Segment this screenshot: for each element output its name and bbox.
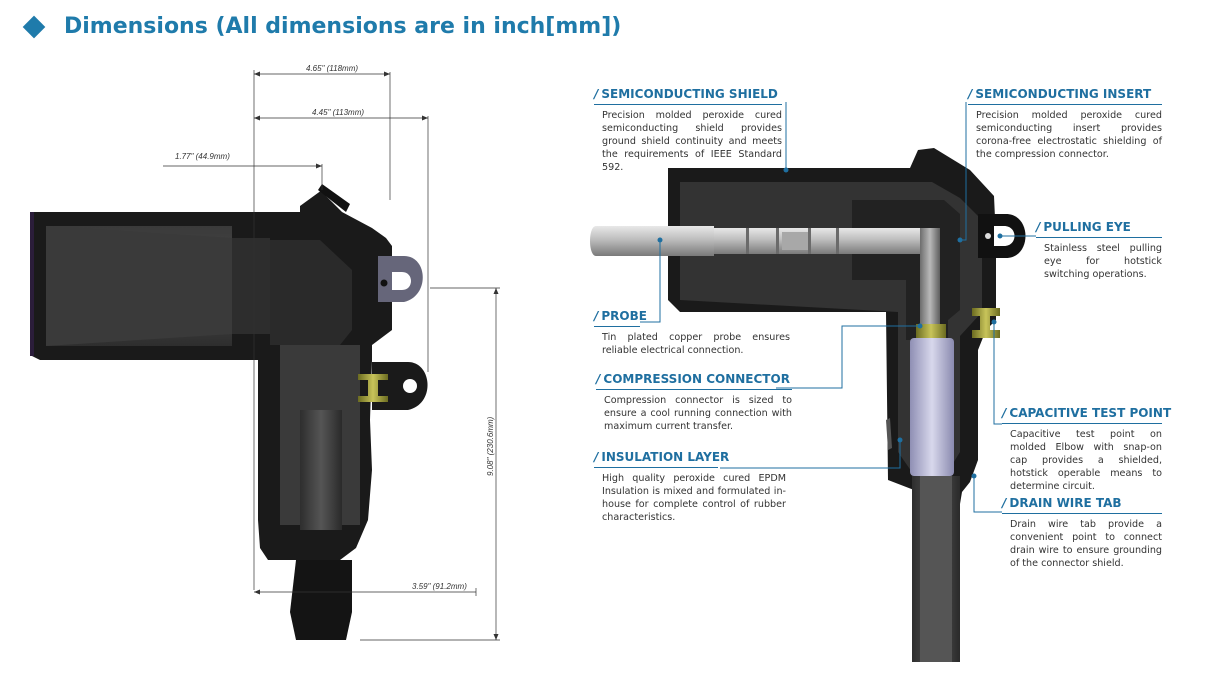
copper-band bbox=[916, 324, 946, 338]
elbow-dimension-drawing: 4.65" (118mm) 4.45" (113mm) 1.77" (44.9m… bbox=[30, 64, 500, 641]
callout-title: SEMICONDUCTING SHIELD bbox=[601, 87, 778, 101]
pulling-eye-hole bbox=[392, 272, 411, 290]
test-point-cap bbox=[358, 374, 388, 402]
dimension-lines bbox=[163, 70, 500, 641]
leader-compression-connector bbox=[776, 325, 920, 389]
elbow-cavity bbox=[270, 240, 352, 345]
dim-label-eye-width: 4.45" (113mm) bbox=[312, 108, 364, 117]
insert bbox=[852, 200, 960, 340]
callout-title: CAPACITIVE TEST POINT bbox=[1009, 406, 1172, 420]
probe-rod bbox=[714, 228, 924, 254]
probe-neck bbox=[782, 232, 808, 250]
elbow-cap-tab bbox=[318, 184, 350, 212]
pulling-eye-pin bbox=[380, 279, 388, 287]
callout-title: PROBE bbox=[601, 309, 647, 323]
callout-semiconducting-insert: /SEMICONDUCTING INSERT Precision molded … bbox=[968, 87, 1162, 160]
probe-tip bbox=[590, 226, 714, 256]
compression-connector bbox=[910, 338, 954, 476]
page-header: Dimensions (All dimensions are in inch[m… bbox=[22, 14, 622, 39]
housing-edge bbox=[30, 212, 34, 356]
cable-boot bbox=[290, 560, 352, 640]
callout-description: Stainless steel pulling eye for hotstick… bbox=[1044, 243, 1162, 280]
callout-description: Precision molded peroxide cured semicond… bbox=[602, 110, 782, 173]
dim-label-leg: 3.59" (91.2mm) bbox=[412, 582, 467, 591]
callout-capacitive-test-point: /CAPACITIVE TEST POINT Capacitive test p… bbox=[1002, 406, 1172, 492]
callout-insulation-layer: /INSULATION LAYER High quality peroxide … bbox=[594, 450, 786, 523]
callout-description: Precision molded peroxide cured semicond… bbox=[976, 110, 1162, 160]
leader-lines bbox=[640, 102, 1036, 513]
test-point-cap-xs bbox=[972, 308, 1000, 338]
callout-description: Drain wire tab provide a convenient poin… bbox=[1010, 519, 1162, 569]
leader-drain-wire-tab bbox=[973, 476, 1002, 513]
drain-wire-tab bbox=[886, 418, 892, 450]
test-point-hole bbox=[403, 379, 417, 393]
callout-semiconducting-shield: /SEMICONDUCTING SHIELD Precision molded … bbox=[594, 87, 782, 173]
dimension-arrows bbox=[254, 71, 499, 640]
callout-probe: /PROBE Tin plated copper probe ensures r… bbox=[594, 309, 790, 356]
cable-core bbox=[920, 476, 952, 662]
leader-probe bbox=[640, 240, 661, 323]
page-title: Dimensions (All dimensions are in inch[m… bbox=[64, 14, 622, 39]
callout-pulling-eye: /PULLING EYE Stainless steel pulling eye… bbox=[1036, 220, 1162, 280]
callout-title: PULLING EYE bbox=[1043, 220, 1131, 234]
callout-drain-wire-tab: /DRAIN WIRE TAB Drain wire tab provide a… bbox=[1002, 496, 1162, 569]
bushing-inner bbox=[232, 238, 270, 334]
probe-rings bbox=[746, 228, 839, 254]
vertical-conductor bbox=[920, 228, 940, 324]
dim-label-height: 9.08" (230.6mm) bbox=[486, 416, 495, 476]
callout-description: High quality peroxide cured EPDM Insulat… bbox=[602, 473, 786, 523]
callout-description: Tin plated copper probe ensures reliable… bbox=[602, 332, 790, 356]
leader-dots bbox=[657, 167, 1003, 479]
callout-description: Compression connector is sized to ensure… bbox=[604, 395, 792, 432]
callout-title: INSULATION LAYER bbox=[601, 450, 730, 464]
callout-title: DRAIN WIRE TAB bbox=[1009, 496, 1122, 510]
callout-description: Capacitive test point on molded Elbow wi… bbox=[1010, 429, 1162, 492]
test-point-body bbox=[372, 362, 428, 410]
callout-compression-connector: /COMPRESSION CONNECTOR Compression conne… bbox=[596, 372, 792, 432]
callout-title: SEMICONDUCTING INSERT bbox=[975, 87, 1152, 101]
leader-capacitive-test-point bbox=[993, 322, 1002, 425]
cable-leg-shade bbox=[300, 410, 342, 530]
callout-title: COMPRESSION CONNECTOR bbox=[603, 372, 790, 386]
bushing-taper bbox=[46, 226, 232, 346]
dim-label-offset: 1.77" (44.9mm) bbox=[175, 152, 230, 161]
dim-label-overall-width: 4.65" (118mm) bbox=[306, 64, 358, 73]
leader-insulation-layer bbox=[720, 440, 901, 469]
pulling-eye-xs-pin bbox=[985, 233, 991, 239]
